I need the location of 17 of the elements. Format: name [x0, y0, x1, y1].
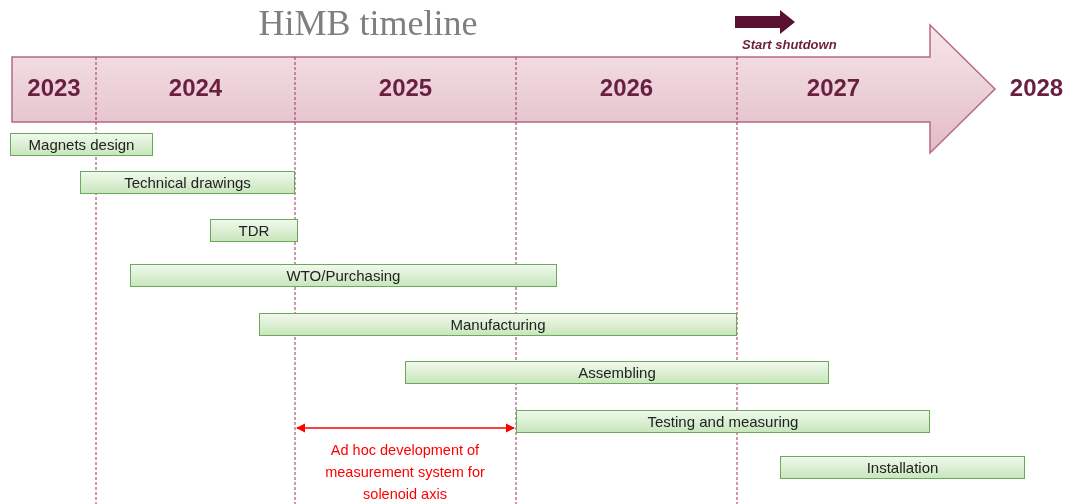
year-label: 2028 — [1008, 74, 1065, 102]
milestone-label: Start shutdown — [742, 37, 837, 52]
year-label: 2023 — [26, 74, 82, 102]
task-bar: Testing and measuring — [516, 410, 930, 433]
task-bar: TDR — [210, 219, 298, 242]
task-bar: Installation — [780, 456, 1025, 479]
year-label: 2027 — [805, 74, 862, 102]
task-bar: Assembling — [405, 361, 829, 384]
year-label: 2025 — [377, 74, 434, 102]
task-bar: Technical drawings — [80, 171, 295, 194]
diagram-title: HiMB timeline — [257, 2, 479, 44]
note-text: Ad hoc development of measurement system for solenoid axis — [324, 441, 486, 504]
task-bar: Magnets design — [10, 133, 153, 156]
year-label: 2026 — [598, 74, 655, 102]
task-bar: WTO/Purchasing — [130, 264, 557, 287]
year-label: 2024 — [167, 74, 224, 102]
task-bar: Manufacturing — [259, 313, 737, 336]
